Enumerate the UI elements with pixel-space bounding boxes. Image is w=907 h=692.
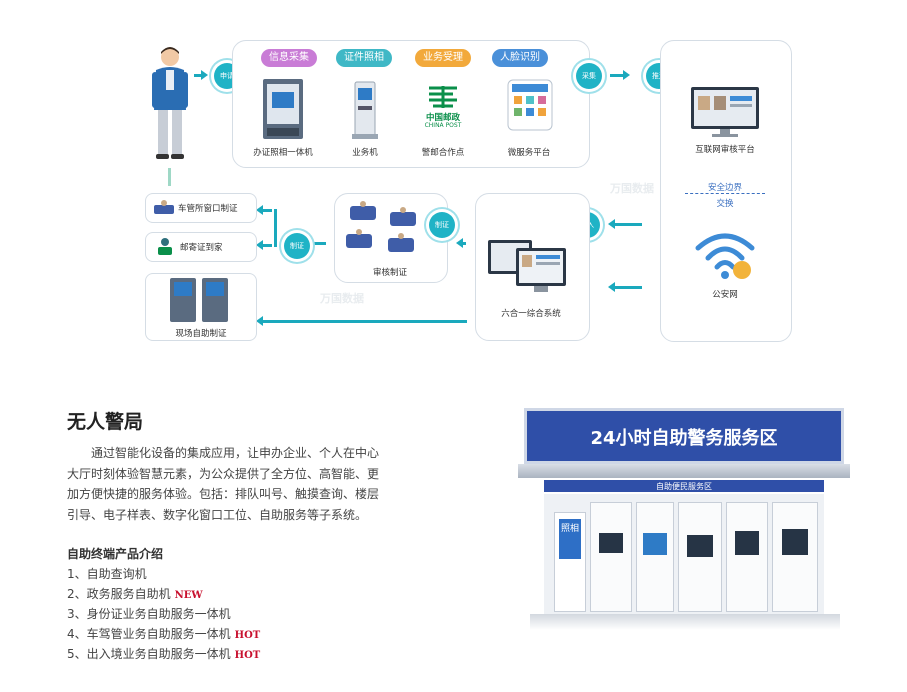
tag-info-collect: 信息采集 [261, 49, 317, 67]
caption-post-partner: 警邮合作点 [421, 148, 465, 158]
article-title: 无人警局 [67, 411, 144, 433]
new-badge: NEW [174, 590, 203, 601]
flow-arrow [194, 70, 208, 80]
caption-window-card: 车管所窗口制证 [178, 204, 238, 214]
flow-arrow [306, 238, 326, 248]
mail-card-box: 邮寄证到家 [145, 232, 257, 262]
station-floor [530, 614, 840, 630]
business-machine-icon [352, 81, 378, 139]
station-roof-banner: 24小时自助警务服务区 [524, 408, 844, 464]
onsite-kiosk-icon [170, 278, 228, 322]
kiosk-unit [636, 502, 674, 612]
hot-badge: HOT [234, 650, 261, 661]
station-side-sign: 照相 [554, 512, 586, 612]
flow-arrow [610, 70, 630, 80]
self-service-station-photo: 24小时自助警务服务区 自助便民服务区 照相 [500, 400, 868, 660]
kiosk-unit [772, 502, 818, 612]
node-make: 制证 [429, 212, 455, 238]
mail-card-icon [158, 238, 172, 255]
tag-face-recognition: 人脸识别 [492, 49, 548, 67]
station-roof-edge [518, 464, 850, 478]
caption-onsite: 现场自助制证 [175, 329, 227, 339]
flow-arrow [256, 240, 272, 250]
article-paragraph: 通过智能化设备的集成应用，让申办企业、个人在中心大厅时刻体验智慧元素，为公众提供… [67, 446, 380, 522]
review-print-desks-icon [346, 201, 416, 252]
china-post-logo-icon [429, 86, 457, 108]
security-boundary: 安全边界 [707, 183, 742, 193]
hot-badge: HOT [234, 630, 261, 641]
caption-review-print: 审核制证 [372, 268, 407, 278]
onsite-card-box: 现场自助制证 [145, 273, 257, 341]
flow-arrow [608, 282, 642, 292]
caption-photo-kiosk: 办证照相一体机 [253, 148, 313, 158]
window-card-box: 车管所窗口制证 [145, 193, 257, 223]
china-post-cn: 中国邮政 [425, 113, 460, 123]
caption-micro-platform: 微服务平台 [507, 148, 551, 158]
station-banner-text: 24小时自助警务服务区 [590, 428, 778, 449]
watermark: 万国数据 [610, 182, 654, 195]
watermark: 万国数据 [320, 292, 364, 305]
flow-arrow [256, 205, 272, 215]
product-list-item: 3、身份证业务自助服务一体机 [67, 607, 231, 621]
kiosk-unit [678, 502, 722, 612]
china-post-en: CHINA POST [424, 122, 462, 129]
caption-public-network: 公安网 [712, 290, 738, 300]
flow-arrow-up [168, 168, 171, 186]
six-in-one-monitors-icon [488, 240, 566, 292]
station-subbanner: 自助便民服务区 [544, 480, 824, 492]
tag-business: 业务受理 [415, 49, 471, 67]
flow-arrow [456, 238, 466, 248]
caption-mail-card: 邮寄证到家 [180, 243, 223, 253]
station-subbanner-text: 自助便民服务区 [656, 482, 712, 491]
caption-internet-platform: 互联网审核平台 [695, 145, 755, 155]
tag-id-photo: 证件照相 [336, 49, 392, 67]
photo-kiosk-icon [263, 79, 303, 139]
security-divider [685, 193, 765, 194]
applicant-person-icon [152, 47, 188, 159]
node-card: 制证 [284, 233, 310, 259]
flow-arrow [256, 316, 467, 326]
side-sign-text: 照相 [559, 519, 581, 559]
micro-platform-phone-icon [507, 79, 553, 131]
wifi-public-network-icon [695, 233, 755, 279]
caption-six-in-one: 六合一综合系统 [501, 309, 561, 319]
security-exchange: 交换 [716, 199, 734, 209]
kiosk-unit [590, 502, 632, 612]
flow-connector [274, 209, 277, 247]
node-collect: 采集 [576, 63, 602, 89]
caption-business-machine: 业务机 [352, 148, 378, 158]
kiosk-unit [726, 502, 768, 612]
product-list-title: 自助终端产品介绍 [67, 547, 164, 561]
flow-arrow [608, 219, 642, 229]
window-card-icon [154, 200, 174, 214]
review-monitor-icon [691, 87, 759, 137]
product-list-item: 1、自助查询机 [67, 567, 147, 581]
